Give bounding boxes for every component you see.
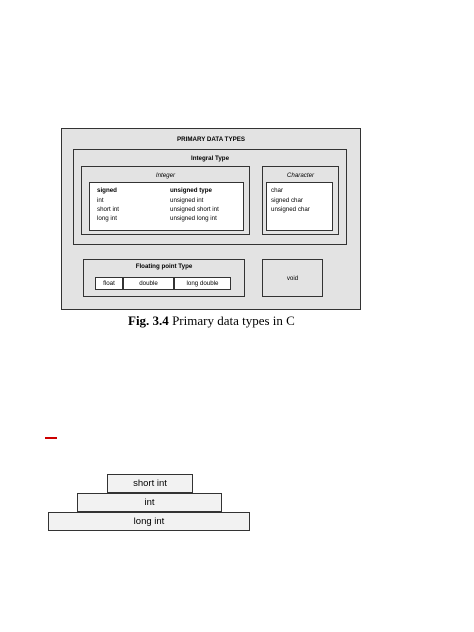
signed-item: long int xyxy=(97,215,117,222)
void-label: void xyxy=(286,275,299,282)
long-double-cell xyxy=(174,277,231,290)
pyramid-int: int xyxy=(77,493,222,512)
red-accent-mark xyxy=(45,437,57,439)
unsigned-item: unsigned long int xyxy=(170,215,217,222)
unsigned-item: unsigned short int xyxy=(170,206,219,213)
character-item: char xyxy=(271,187,284,194)
double-item: double xyxy=(139,280,158,287)
figure-caption: Fig. 3.4 Primary data types in C xyxy=(128,313,295,329)
signed-item: short int xyxy=(97,206,120,213)
float-cell xyxy=(95,277,123,290)
diagram-title: PRIMARY DATA TYPES xyxy=(177,136,245,143)
pyramid-short-int-label: short int xyxy=(133,478,167,489)
character-label: Character xyxy=(286,172,315,179)
signed-item: int xyxy=(97,197,104,204)
floating-point-label: Floating point Type xyxy=(135,263,193,270)
integer-inner-box xyxy=(89,182,244,231)
integer-label: Integer xyxy=(155,172,176,179)
figure-caption-label: Fig. 3.4 xyxy=(128,313,169,328)
long-double-item: long double xyxy=(186,280,219,287)
signed-header: signed xyxy=(97,187,117,194)
void-box xyxy=(262,259,323,297)
unsigned-header: unsigned type xyxy=(170,187,212,194)
character-inner-box xyxy=(266,182,333,231)
pyramid-long-int-label: long int xyxy=(133,516,165,527)
float-item: float xyxy=(103,280,115,287)
pyramid-long-int: long int xyxy=(48,512,250,531)
double-cell xyxy=(123,277,174,290)
unsigned-item: unsigned int xyxy=(170,197,204,204)
integral-type-label: Integral Type xyxy=(190,155,230,162)
pyramid-int-label: int xyxy=(144,497,155,508)
character-item: signed char xyxy=(271,197,303,204)
pyramid-short-int: short int xyxy=(107,474,193,493)
figure-caption-text: Primary data types in C xyxy=(168,313,295,328)
character-item: unsigned char xyxy=(271,206,310,213)
